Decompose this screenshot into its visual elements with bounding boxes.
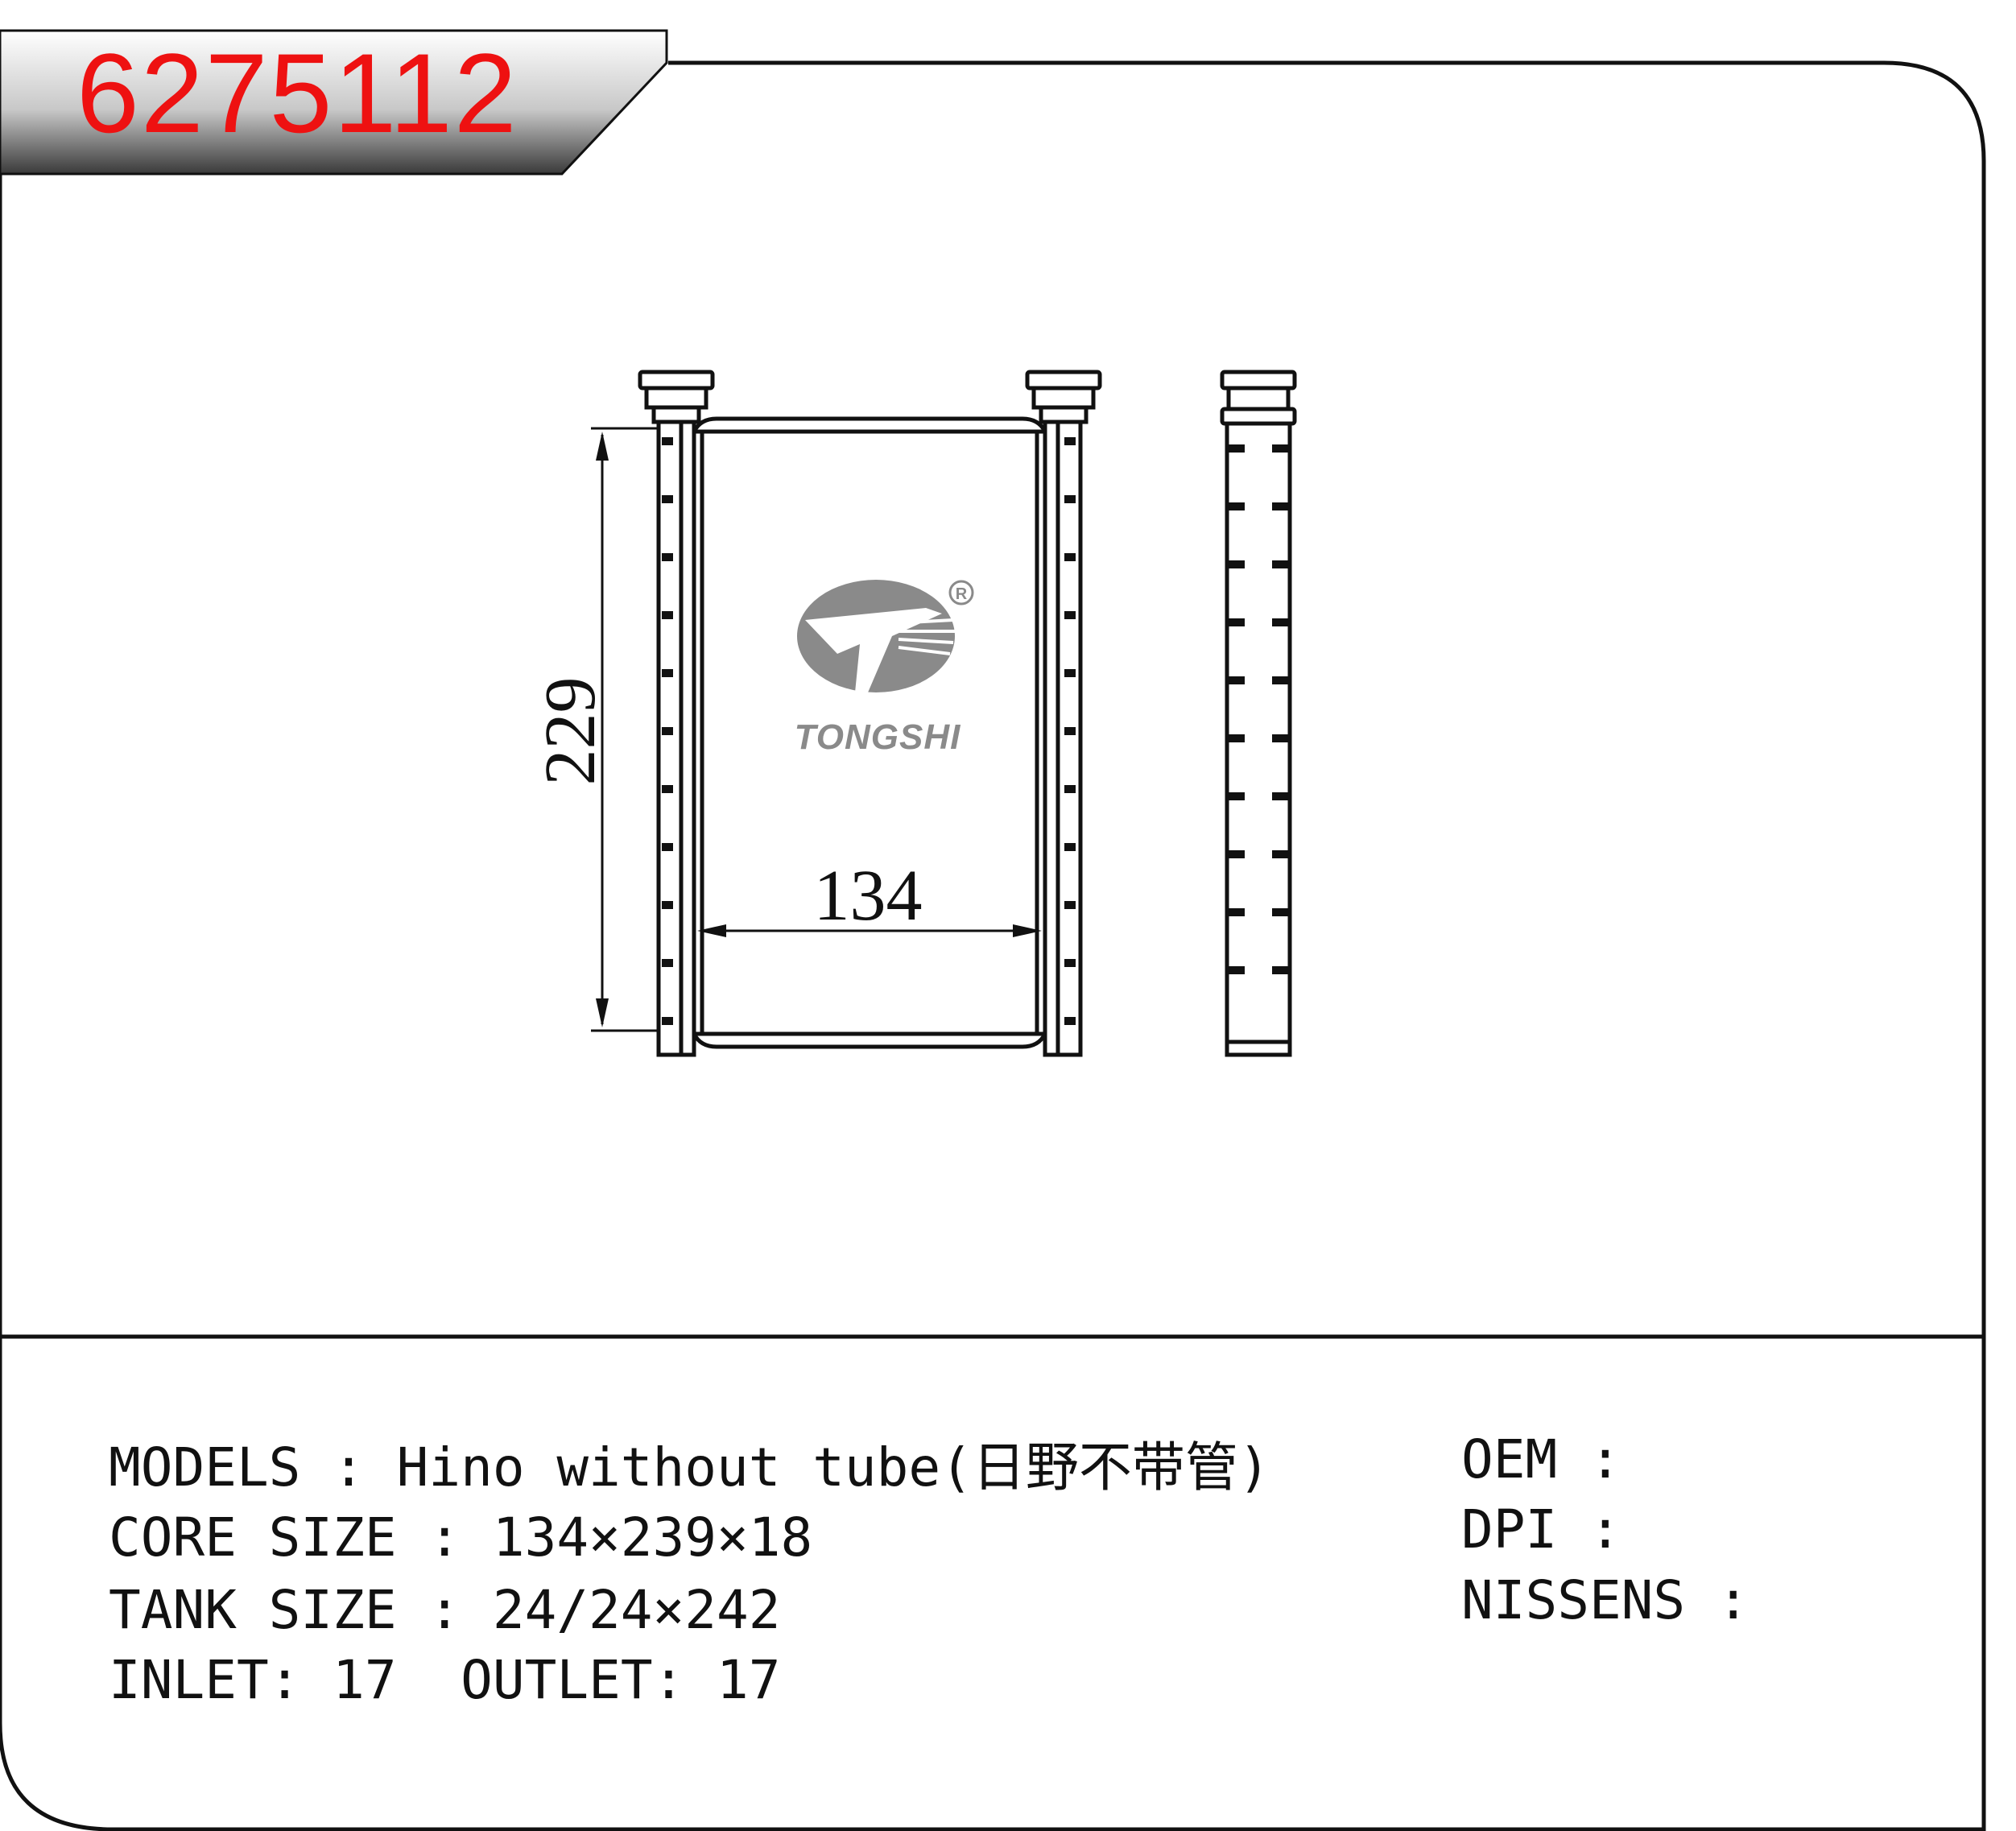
- height-arrow-bottom: [596, 998, 609, 1027]
- side-cap: [1220, 370, 1297, 391]
- outlet-value: 17: [717, 1649, 781, 1711]
- left-inlet-neck: [651, 405, 701, 424]
- right-outlet-collar: [1031, 386, 1096, 410]
- core-size-row: CORE SIZE : 134×239×18: [109, 1507, 813, 1569]
- width-dimension-label: 134: [814, 856, 923, 936]
- dpi-row: DPI :: [1461, 1498, 1654, 1560]
- height-dimension-label: 229: [531, 677, 610, 786]
- inlet-value: 17: [333, 1649, 397, 1711]
- inlet-label: INLET: [109, 1649, 269, 1711]
- nissens-row: NISSENS :: [1461, 1569, 1782, 1631]
- core-size-value: 134×239×18: [492, 1507, 813, 1569]
- front-view-notches: [662, 437, 1076, 1025]
- right-outlet-cap: [1025, 370, 1102, 391]
- models-value: Hino without tube(日野不带管): [396, 1436, 1270, 1498]
- left-inlet-cap: [638, 370, 715, 391]
- width-arrow-right: [1013, 924, 1042, 937]
- tank-size-row: TANK SIZE : 24/24×242: [109, 1579, 781, 1641]
- registered-mark-letter: R: [956, 585, 968, 603]
- oem-row: OEM :: [1461, 1428, 1654, 1490]
- part-number: 6275112: [76, 30, 518, 156]
- tank-size-label: TANK SIZE: [109, 1579, 397, 1641]
- side-body: [1225, 421, 1292, 1057]
- part-number-banner: [0, 29, 668, 176]
- height-dimension: [591, 427, 660, 1032]
- front-view: [638, 370, 1102, 1057]
- tongshi-logo: R TONGSHI: [795, 580, 974, 757]
- core-bottom-plate: [692, 1032, 1047, 1049]
- inlet-outlet-row: INLET: 17 OUTLET: 17: [109, 1649, 781, 1711]
- registered-mark-icon: [948, 580, 974, 606]
- core-top-plate: [692, 416, 1047, 433]
- models-row: MODELS : Hino without tube(日野不带管): [109, 1436, 1270, 1498]
- frame-border: [0, 60, 1986, 1831]
- side-view-notches: [1229, 444, 1288, 974]
- side-collar: [1226, 386, 1291, 411]
- left-inlet-collar: [644, 386, 708, 410]
- width-arrow-left: [697, 924, 726, 937]
- side-neck: [1220, 407, 1297, 426]
- oem-label: OEM: [1461, 1428, 1558, 1490]
- logo-mark-cutout: [805, 608, 942, 692]
- dpi-label: DPI: [1461, 1498, 1558, 1560]
- outlet-label: OUTLET: [461, 1649, 653, 1711]
- tank-size-value: 24/24×242: [492, 1579, 781, 1641]
- side-view: [1220, 370, 1297, 1057]
- right-tank: [1043, 420, 1083, 1057]
- core-size-label: CORE SIZE: [109, 1507, 397, 1569]
- height-arrow-top: [596, 432, 609, 461]
- left-tank: [656, 420, 696, 1057]
- models-label: MODELS: [109, 1436, 301, 1498]
- nissens-label: NISSENS: [1461, 1569, 1686, 1631]
- logo-wordmark: TONGSHI: [795, 717, 961, 757]
- right-outlet-neck: [1039, 405, 1089, 424]
